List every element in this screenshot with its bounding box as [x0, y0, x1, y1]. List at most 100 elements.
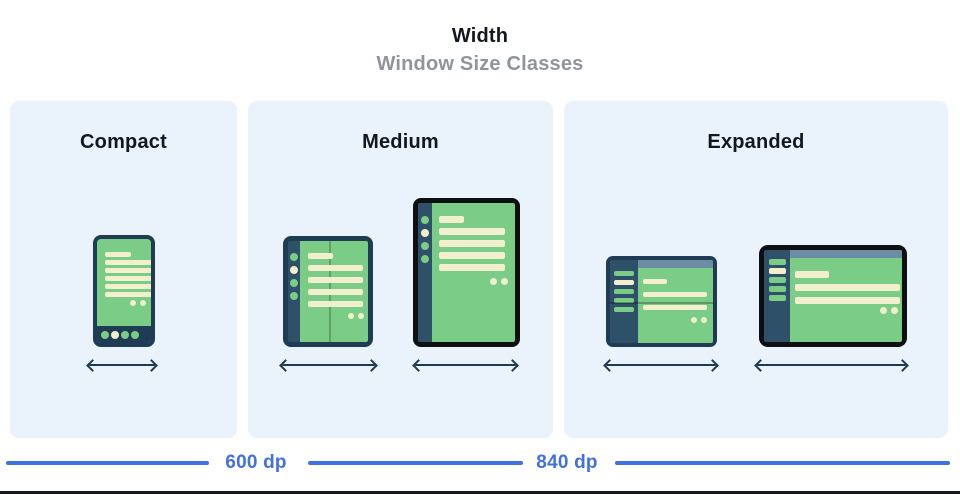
- nav-rail-item: [768, 259, 786, 265]
- content-lines: [97, 239, 151, 297]
- nav-rail-item: [290, 266, 298, 274]
- breakpoint-label-600dp: 600 dp: [225, 452, 287, 473]
- page-title: Width: [451, 25, 509, 47]
- overflow-dot: [130, 300, 136, 306]
- panel-title-expanded: Expanded: [707, 131, 805, 153]
- nav-rail-item: [614, 298, 634, 303]
- tablet-portrait-illustration: [413, 198, 520, 347]
- breakpoint-label-840dp: 840 dp: [536, 452, 598, 473]
- overflow-dot: [880, 307, 887, 314]
- bottom-edge-line: [0, 491, 960, 494]
- nav-rail-item: [421, 229, 429, 237]
- content-line: [105, 260, 151, 265]
- content-line: [439, 264, 505, 271]
- content-lines: [638, 268, 713, 318]
- content-line: [105, 292, 151, 297]
- foldable-portrait-illustration: [283, 236, 373, 347]
- content-line: [643, 279, 667, 284]
- content-line: [795, 284, 900, 291]
- content-line: [308, 289, 363, 295]
- nav-circle: [131, 330, 139, 339]
- content-line: [308, 301, 363, 307]
- arrow-shaft: [757, 364, 906, 366]
- nav-rail-item: [614, 307, 634, 312]
- content-lines: [300, 241, 368, 307]
- nav-circle: [121, 330, 129, 339]
- breakpoint-line-segment: [6, 461, 209, 465]
- nav-rail-item: [421, 216, 429, 224]
- nav-rail-item: [614, 280, 634, 285]
- width-arrow-icon: [280, 358, 377, 372]
- overflow-dot: [490, 278, 497, 285]
- app-topbar: [638, 260, 713, 268]
- overflow-dots: [490, 278, 508, 285]
- content-line: [105, 268, 151, 273]
- breakpoint-line-segment: [615, 461, 950, 465]
- nav-rail: [610, 260, 638, 343]
- content-line: [439, 228, 505, 235]
- width-arrow-icon: [87, 358, 157, 372]
- overflow-dots: [691, 317, 707, 323]
- nav-rail: [288, 241, 300, 342]
- width-arrow-icon: [604, 358, 718, 372]
- nav-rail-item: [614, 289, 634, 294]
- breakpoint-line-segment: [308, 461, 523, 465]
- overflow-dot: [501, 278, 508, 285]
- nav-rail-item: [290, 253, 298, 261]
- content-line: [105, 276, 151, 281]
- overflow-dot: [140, 300, 146, 306]
- nav-rail-item: [421, 242, 429, 250]
- content-lines: [432, 203, 515, 271]
- panel-title-medium: Medium: [362, 131, 439, 153]
- panel-title-compact: Compact: [80, 131, 167, 153]
- content-line: [643, 305, 707, 310]
- overflow-dot: [358, 313, 364, 319]
- content-line: [439, 240, 505, 247]
- arrow-shaft: [89, 364, 155, 366]
- content-line: [308, 265, 363, 271]
- fold-crease: [610, 302, 713, 304]
- panel-expanded: Expanded: [564, 101, 948, 438]
- overflow-dot: [691, 317, 697, 323]
- content-line: [795, 271, 829, 278]
- content-line: [439, 252, 505, 259]
- app-topbar: [790, 250, 902, 258]
- nav-rail-item: [768, 268, 786, 274]
- device-screen: [432, 203, 515, 342]
- nav-rail-item: [614, 271, 634, 276]
- nav-rail-item: [768, 295, 786, 301]
- content-line: [105, 252, 131, 257]
- page-subtitle: Window Size Classes: [376, 53, 584, 75]
- nav-rail: [764, 250, 790, 342]
- arrow-shaft: [606, 364, 716, 366]
- nav-circle: [111, 330, 119, 339]
- content-line: [439, 216, 464, 223]
- tablet-landscape-illustration: [759, 245, 907, 347]
- panel-compact: Compact: [10, 101, 237, 438]
- content-lines: [790, 258, 902, 310]
- overflow-dots: [130, 300, 146, 306]
- overflow-dot: [891, 307, 898, 314]
- phone-illustration: [93, 235, 155, 347]
- device-screen: [97, 239, 151, 343]
- panel-medium: Medium: [248, 101, 553, 438]
- nav-rail-item: [421, 255, 429, 263]
- nav-rail-item: [290, 292, 298, 300]
- device-screen: [790, 250, 902, 342]
- arrow-shaft: [282, 364, 375, 366]
- nav-circle: [101, 330, 109, 339]
- arrow-shaft: [415, 364, 516, 366]
- bottom-nav-bar: [97, 326, 151, 343]
- width-arrow-icon: [413, 358, 518, 372]
- nav-rail-item: [768, 286, 786, 292]
- content-line: [308, 253, 333, 259]
- width-arrow-icon: [755, 358, 908, 372]
- device-screen: [638, 260, 713, 343]
- content-line: [105, 284, 151, 289]
- overflow-dots: [880, 307, 898, 314]
- nav-rail-item: [768, 277, 786, 283]
- nav-rail: [418, 203, 432, 342]
- content-line: [643, 292, 707, 297]
- device-screen: [300, 241, 368, 342]
